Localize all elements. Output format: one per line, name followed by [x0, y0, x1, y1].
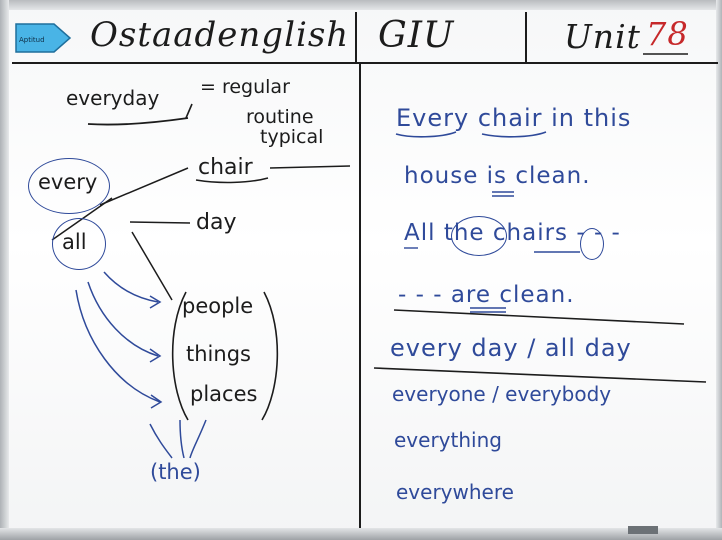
sentence2-line2: - - - are clean. [398, 282, 575, 308]
board-frame-bottom [0, 528, 722, 540]
unit-label: Unit [564, 17, 641, 56]
course-title: GIU [378, 15, 455, 56]
sentence1-line2: house is clean. [404, 163, 591, 189]
word-the: (the) [150, 460, 201, 484]
synonym-routine: routine [246, 106, 314, 128]
every-day-all-day: every day / all day [390, 334, 632, 362]
word-places: places [190, 382, 258, 406]
synonym-typical: typical [260, 126, 324, 148]
tab-label: Aptitud [19, 36, 45, 44]
word-every: every [38, 170, 98, 194]
word-things: things [186, 342, 251, 366]
word-all: all [62, 230, 87, 254]
word-chair: chair [198, 155, 253, 180]
everyone-everybody: everyone / everybody [392, 382, 612, 406]
sentence1-line1: Every chair in this [396, 104, 632, 132]
arrow-tab-icon: Aptitud [15, 23, 72, 53]
sentence2-line1: All the chairs - - - [404, 220, 621, 246]
word-day: day [196, 210, 237, 235]
all-circle [52, 218, 106, 270]
board-frame-left [0, 0, 9, 540]
s-circle [580, 228, 604, 260]
the-circle [451, 216, 507, 256]
unit-number: 78 [646, 15, 689, 53]
board-frame-right [716, 0, 722, 540]
brand-title: Ostaadenglish [90, 15, 350, 55]
synonym-regular: = regular [200, 76, 290, 98]
word-people: people [182, 294, 254, 318]
every-circle [28, 158, 110, 214]
everything: everything [394, 428, 502, 452]
word-everyday: everyday [66, 86, 160, 110]
board-frame-top [0, 0, 722, 10]
everywhere: everywhere [396, 480, 514, 504]
